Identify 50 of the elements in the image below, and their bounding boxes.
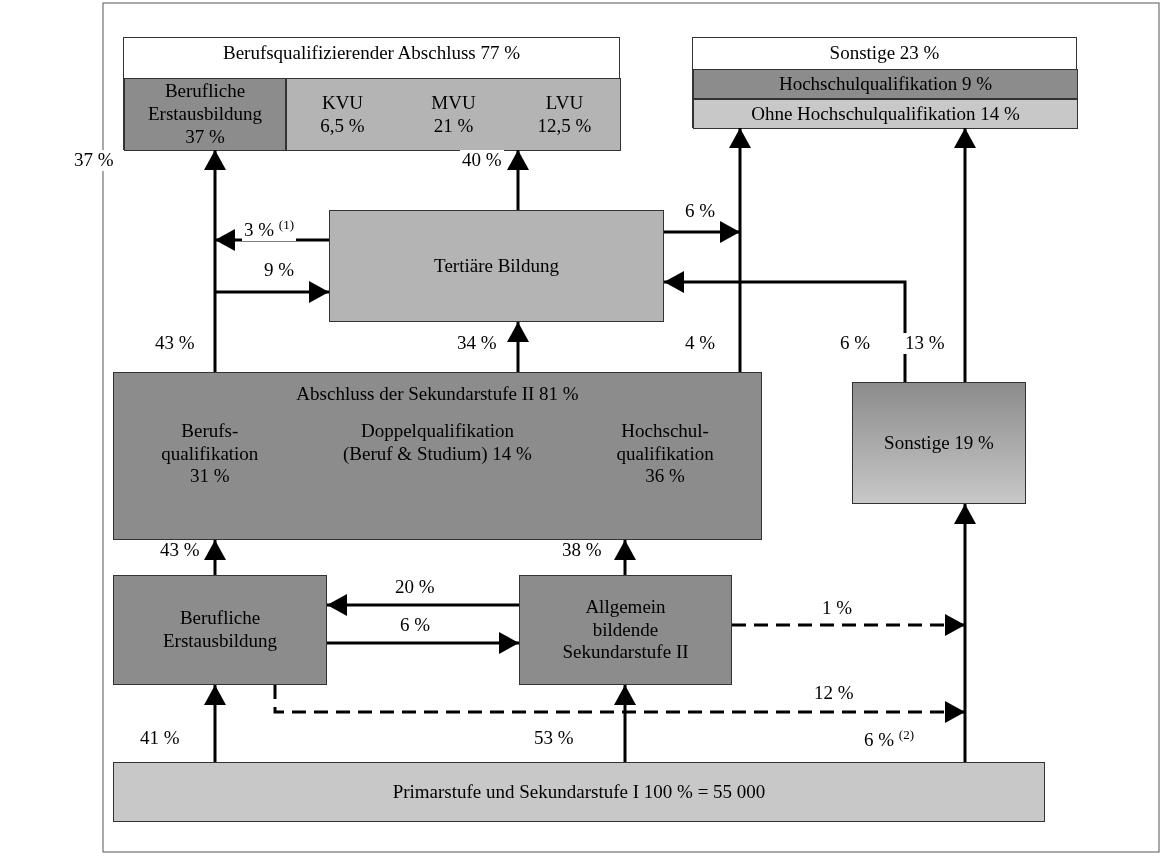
box-label: Sonstige 19 % (884, 431, 994, 455)
box-label: Allgemein bildende Sekundarstufe II (561, 595, 690, 665)
box-label: Berufliche Erstausbildung 37 % (147, 80, 263, 149)
process-box (692, 37, 1077, 128)
box-label: Primarstufe und Sekundarstufe I 100 % = 55 000 (392, 780, 766, 804)
arrow (664, 271, 907, 382)
arrow (204, 150, 226, 292)
box-title: Sonstige 23 % (829, 41, 940, 65)
box-label: Doppelqualifikation (Beruf & Studium) 14 % (342, 419, 533, 466)
box-label: KVU 6,5 % (319, 91, 366, 138)
box-title: Berufsqualifizierender Abschluss 77 % (222, 41, 521, 65)
box-label: MVU 21 % (430, 91, 477, 138)
edge-label: 13 % (903, 333, 947, 354)
box-label: Ohne Hochschulqualifikation 14 % (751, 102, 1020, 126)
table-cell (693, 69, 1078, 99)
arrow (614, 685, 636, 762)
process-box (113, 762, 1045, 822)
table-cell (693, 99, 1078, 129)
process-box (113, 372, 762, 540)
box-label: Tertiäre Bildung (434, 254, 559, 278)
process-box (329, 210, 664, 322)
arrow (507, 150, 529, 210)
arrow (954, 128, 976, 382)
arrow (327, 632, 519, 654)
process-box (113, 575, 327, 685)
process-box (123, 37, 620, 150)
edge-label: 3 % $^{(1)}$ (242, 218, 296, 242)
table-cell (124, 78, 286, 151)
table-cell (286, 78, 621, 151)
arrow (273, 685, 965, 723)
box-title: Abschluss der Sekundarstufe II 81 % (296, 382, 579, 406)
arrow (215, 229, 329, 251)
percentage-label: 37 % (72, 150, 116, 171)
arrow (204, 540, 226, 575)
arrow (215, 281, 329, 303)
arrow (614, 540, 636, 575)
box-label: Hochschul- qualifikation 36 % (615, 419, 715, 489)
box-label: Hochschulqualifikation 9 % (778, 72, 993, 96)
process-box (519, 575, 732, 685)
arrow (664, 221, 740, 243)
arrow (732, 614, 965, 636)
box-label: LVU 12,5 % (536, 91, 593, 138)
arrow (204, 685, 226, 762)
box-label: Berufliche Erstausbildung (162, 607, 278, 653)
box-label: Berufs- qualifikation 31 % (160, 419, 260, 489)
arrow (954, 504, 976, 712)
arrow (327, 594, 519, 616)
arrow (729, 128, 751, 232)
process-box (852, 382, 1026, 504)
arrow (507, 322, 529, 372)
